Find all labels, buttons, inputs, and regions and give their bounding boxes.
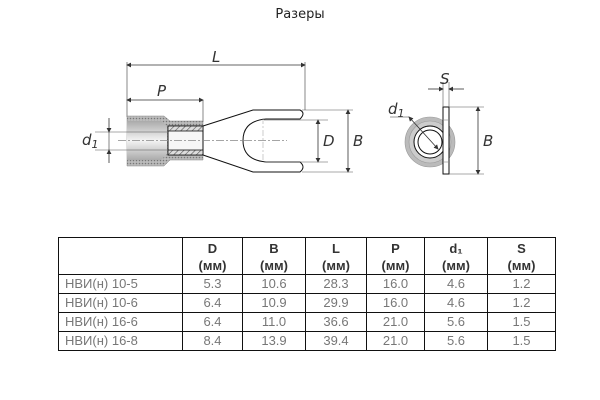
value-cell: 11.0 [242, 312, 306, 332]
model-cell: НВИ(н) 10-6 [58, 293, 183, 313]
value-cell: 6.4 [182, 293, 243, 313]
value-cell: 36.6 [305, 312, 367, 332]
header-cell: S(мм) [487, 237, 556, 275]
spec-table: D(мм) B(мм) L(мм) P(мм) d₁(мм) S(мм) НВИ… [58, 237, 556, 351]
value-cell: 28.3 [305, 274, 367, 294]
value-cell: 5.6 [424, 331, 488, 351]
value-cell: 8.4 [182, 331, 243, 351]
terminal-drawing: L P d1 D B [82, 48, 493, 175]
value-cell: 10.9 [242, 293, 306, 313]
value-cell: 29.9 [305, 293, 367, 313]
table-header-row: D(мм) B(мм) L(мм) P(мм) d₁(мм) S(мм) [58, 237, 556, 275]
label-end-d1: d1 [388, 100, 405, 120]
table-row: НВИ(н) 10-5 5.3 10.6 28.3 16.0 4.6 1.2 [58, 274, 556, 294]
end-view: S d1 B [388, 70, 493, 175]
value-cell: 10.6 [242, 274, 306, 294]
label-S: S [440, 70, 450, 88]
page-title: Разеры [275, 7, 325, 22]
label-L: L [212, 48, 220, 66]
value-cell: 1.5 [487, 331, 556, 351]
value-cell: 21.0 [366, 312, 425, 332]
value-cell: 4.6 [424, 293, 488, 313]
table-row: НВИ(н) 16-6 6.4 11.0 36.6 21.0 5.6 1.5 [58, 312, 556, 332]
value-cell: 1.2 [487, 293, 556, 313]
label-B: B [353, 132, 363, 150]
value-cell: 5.6 [424, 312, 488, 332]
table-row: НВИ(н) 16-8 8.4 13.9 39.4 21.0 5.6 1.5 [58, 331, 556, 351]
value-cell: 16.0 [366, 293, 425, 313]
value-cell: 1.5 [487, 312, 556, 332]
value-cell: 1.2 [487, 274, 556, 294]
model-cell: НВИ(н) 16-8 [58, 331, 183, 351]
header-cell: L(мм) [305, 237, 367, 275]
model-cell: НВИ(н) 10-5 [58, 274, 183, 294]
value-cell: 39.4 [305, 331, 367, 351]
label-d1: d1 [82, 131, 99, 151]
table-row: НВИ(н) 10-6 6.4 10.9 29.9 16.0 4.6 1.2 [58, 293, 556, 313]
header-cell: d₁(мм) [424, 237, 488, 275]
label-P: P [157, 82, 167, 100]
label-D: D [323, 132, 335, 150]
side-view: L P d1 D B [82, 48, 363, 173]
value-cell: 5.3 [182, 274, 243, 294]
value-cell: 4.6 [424, 274, 488, 294]
header-cell [58, 237, 183, 275]
header-cell: D(мм) [182, 237, 243, 275]
label-end-B: B [483, 132, 493, 150]
value-cell: 21.0 [366, 331, 425, 351]
header-cell: P(мм) [366, 237, 425, 275]
model-cell: НВИ(н) 16-6 [58, 312, 183, 332]
value-cell: 13.9 [242, 331, 306, 351]
value-cell: 16.0 [366, 274, 425, 294]
value-cell: 6.4 [182, 312, 243, 332]
header-cell: B(мм) [242, 237, 306, 275]
